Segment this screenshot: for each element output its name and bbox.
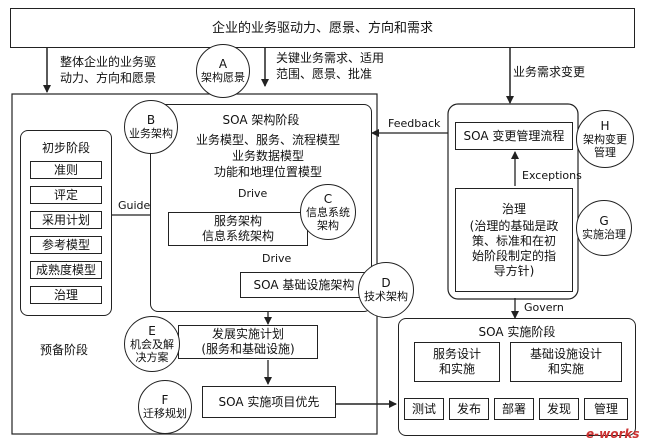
initial-item-1: 评定 xyxy=(30,186,102,204)
govern-label: Govern xyxy=(524,301,564,314)
exceptions-label: Exceptions xyxy=(522,169,582,182)
project-priority-box: SOA 实施项目优先 xyxy=(202,386,336,418)
prep-phase-label: 预备阶段 xyxy=(40,343,89,357)
initial-item-5: 治理 xyxy=(30,286,102,304)
left-input-label: 整体企业的业务驱 动力、方向和愿景 xyxy=(60,55,157,85)
soa-infra-box: SOA 基础设施架构 xyxy=(240,272,368,298)
action-deploy: 部署 xyxy=(494,398,534,420)
middle-input-label: 关键业务需求、适用 范围、愿景、批准 xyxy=(276,51,385,81)
circle-h-change-mgmt: H 架构变更 管理 xyxy=(576,110,634,168)
guide-label: Guide xyxy=(118,199,151,212)
circle-a-arch-vision: A 架构愿景 xyxy=(196,44,250,98)
service-design-box: 服务设计 和实施 xyxy=(414,342,500,382)
impl-plan-box: 发展实施计划 (服务和基础设施) xyxy=(178,325,318,359)
right-input-label: 业务需求变更 xyxy=(513,65,586,79)
circle-d-tech-arch: D 技术架构 xyxy=(358,262,414,318)
action-discover: 发现 xyxy=(539,398,579,420)
initial-phase-title: 初步阶段 xyxy=(41,141,90,155)
action-test: 测试 xyxy=(404,398,444,420)
action-manage: 管理 xyxy=(584,398,628,420)
circle-g-impl-gov: G 实施治理 xyxy=(576,200,632,256)
drive-label-1: Drive xyxy=(238,187,268,200)
initial-item-4: 成熟度模型 xyxy=(30,261,102,279)
circle-e-opportunities: E 机会及解 决方案 xyxy=(124,316,180,372)
soa-impl-title: SOA 实施阶段 xyxy=(478,325,556,339)
circle-c-is-arch: C 信息系统 架构 xyxy=(300,184,356,240)
eworks-watermark: e-works xyxy=(586,427,640,441)
initial-item-0: 准则 xyxy=(30,161,102,179)
feedback-label: Feedback xyxy=(388,117,441,130)
business-drivers-bar: 企业的业务驱动力、愿景、方向和需求 xyxy=(10,8,635,48)
circle-f-migration: F 迁移规划 xyxy=(138,380,192,434)
service-arch-box: 服务架构 信息系统架构 xyxy=(168,212,308,246)
initial-item-3: 参考模型 xyxy=(30,236,102,254)
soa-models-text: 业务模型、服务、流程模型 业务数据模型 功能和地理位置模型 xyxy=(195,133,340,179)
action-publish: 发布 xyxy=(449,398,489,420)
infra-design-box: 基础设施设计 和实施 xyxy=(510,342,622,382)
governance-box: 治理 (治理的基础是政 策、标准和在初 始阶段制定的指 导方针) xyxy=(455,188,573,292)
change-mgmt-box: SOA 变更管理流程 xyxy=(455,122,573,150)
business-drivers-text: 企业的业务驱动力、愿景、方向和需求 xyxy=(211,20,433,36)
drive-label-2: Drive xyxy=(262,252,292,265)
initial-item-2: 采用计划 xyxy=(30,211,102,229)
soa-arch-title: SOA 架构阶段 xyxy=(222,113,300,127)
circle-b-business-arch: B 业务架构 xyxy=(124,100,178,154)
